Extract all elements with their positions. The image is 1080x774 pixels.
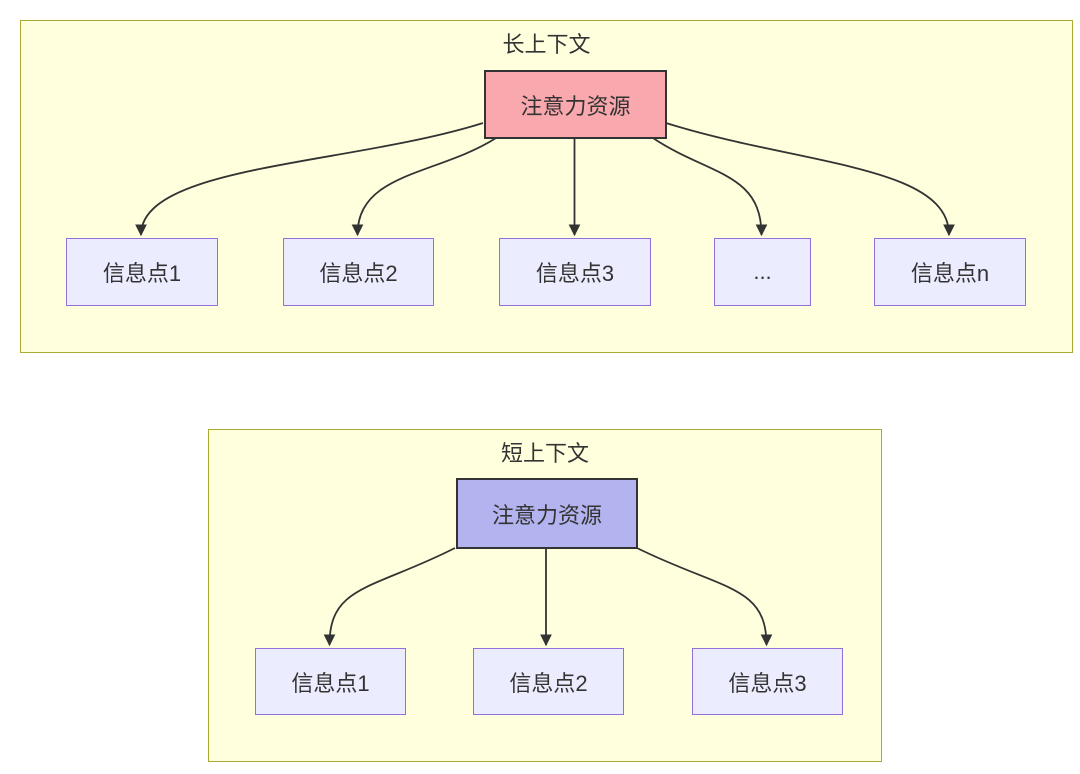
info-node-long-1: 信息点1 xyxy=(66,238,218,306)
info-node-long-3: 信息点3 xyxy=(499,238,651,306)
info-node-short-3: 信息点3 xyxy=(692,648,843,715)
info-node-short-2: 信息点2 xyxy=(473,648,624,715)
cluster-short-context-title: 短上下文 xyxy=(500,441,589,466)
attention-node-short: 注意力资源 xyxy=(456,478,638,549)
cluster-short-context: 短上下文 注意力资源 信息点1 信息点2 信息点3 xyxy=(208,429,882,762)
cluster-long-context-title: 长上下文 xyxy=(502,32,591,57)
cluster-long-context: 长上下文 注意力资源 信息点1 信息点2 信息点3 ... 信息点n xyxy=(20,20,1073,353)
info-node-long-2: 信息点2 xyxy=(283,238,434,306)
attention-node-long: 注意力资源 xyxy=(484,70,667,139)
info-node-long-ellipsis: ... xyxy=(714,238,811,306)
info-node-long-n: 信息点n xyxy=(874,238,1026,306)
info-node-short-1: 信息点1 xyxy=(255,648,406,715)
